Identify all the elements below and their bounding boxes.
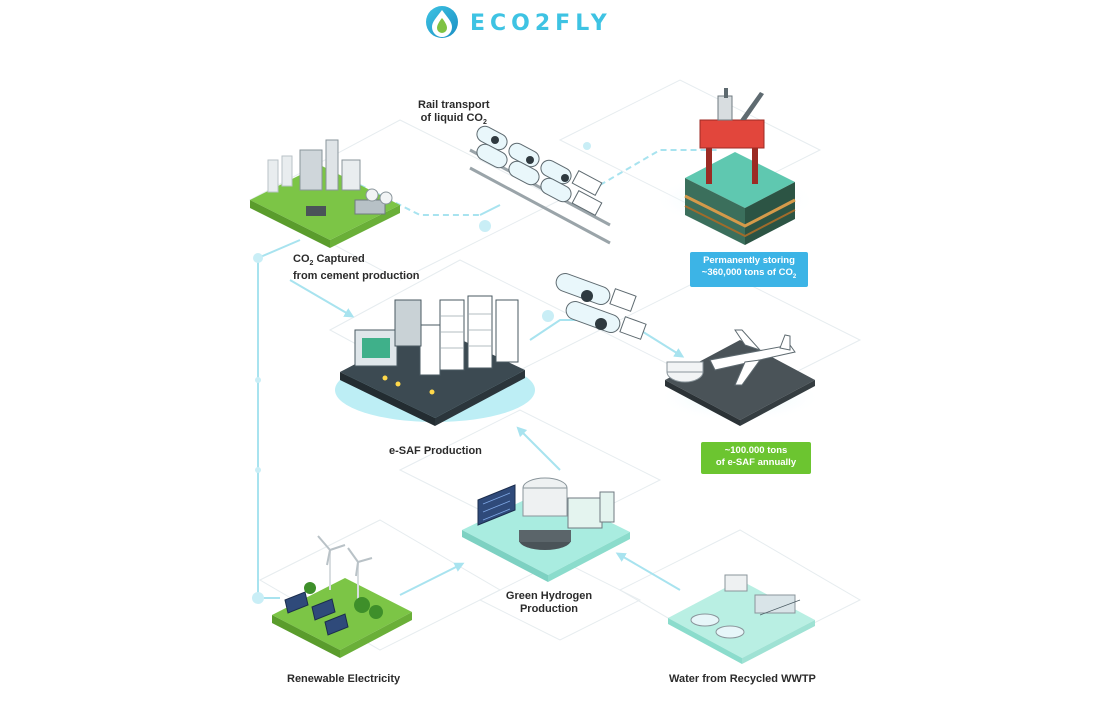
hydrogen-plant-illustration	[462, 477, 630, 582]
logo-wordmark: ECO2FLY	[470, 11, 612, 36]
offshore-storage-illustration	[653, 88, 817, 245]
co2-capture-label: CO2 Captured from cement production	[293, 253, 420, 283]
rail-transport-label: Rail transport of liquid CO2	[418, 99, 490, 127]
flow-nodes	[252, 142, 591, 604]
rail-train-illustration	[469, 125, 611, 245]
esaf-plant-illustration	[335, 295, 535, 426]
electricity-to-hydrogen-arrow	[399, 562, 465, 596]
esaf-production-label: e-SAF Production	[389, 445, 482, 457]
eco2fly-logo: ECO2FLY	[426, 6, 612, 38]
wwtp-illustration	[668, 574, 815, 664]
esaf-volume-callout: ~100.000 tons of e-SAF annually	[701, 442, 811, 474]
storage-callout: Permanently storing ~360,000 tons of CO2	[690, 252, 808, 287]
rail-to-storage-line	[599, 149, 720, 186]
airport-illustration	[658, 329, 822, 426]
truck-to-airport-arrow	[639, 329, 685, 358]
co2-to-esaf-arrow	[289, 279, 355, 318]
water-to-hydrogen-arrow	[615, 552, 681, 591]
cement-plant-illustration	[250, 139, 400, 248]
truck-illustration	[555, 273, 647, 340]
hydrogen-to-esaf-arrow	[516, 426, 561, 471]
renewables-illustration	[272, 535, 412, 658]
water-wwtp-label: Water from Recycled WWTP	[669, 673, 816, 685]
renewable-electricity-label: Renewable Electricity	[287, 673, 401, 685]
hydrogen-label: Green Hydrogen Production	[505, 590, 593, 615]
